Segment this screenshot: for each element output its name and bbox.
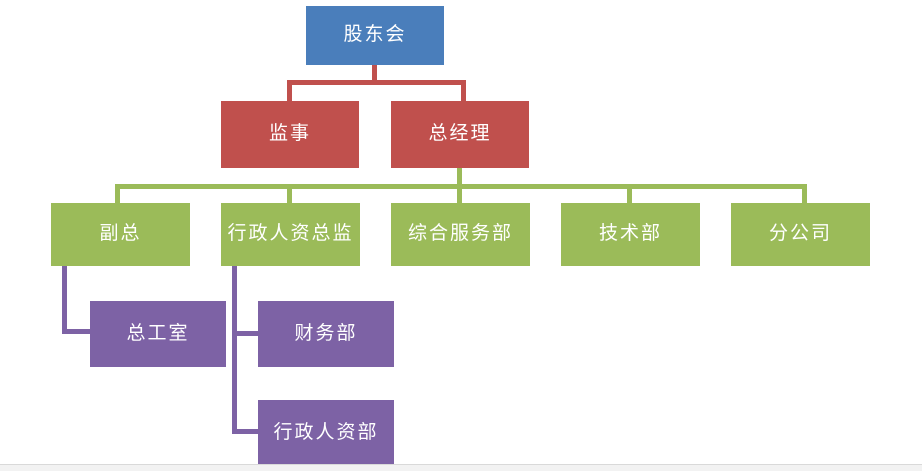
org-node-label: 股东会 bbox=[343, 24, 407, 46]
connector-to-branch bbox=[802, 184, 807, 203]
org-node-technology[interactable]: 技术部 bbox=[561, 203, 700, 266]
connector-to-supervisor bbox=[287, 80, 292, 101]
org-node-label: 总经理 bbox=[428, 123, 492, 145]
connector-deputy-gm-vertical bbox=[62, 266, 67, 333]
org-node-label: 综合服务部 bbox=[407, 223, 513, 245]
org-node-label: 技术部 bbox=[598, 223, 662, 245]
org-node-hr-dept[interactable]: 行政人资部 bbox=[258, 400, 394, 466]
connector-to-technology bbox=[627, 184, 632, 203]
connector-exec-horizontal bbox=[287, 80, 466, 85]
org-node-label: 副总 bbox=[99, 223, 142, 245]
org-node-label: 总工室 bbox=[126, 322, 190, 344]
page-bottom-edge bbox=[0, 464, 922, 471]
connector-hr-director-to-finance bbox=[232, 331, 258, 336]
connector-to-hr-director bbox=[287, 184, 292, 203]
connector-hr-director-vertical bbox=[232, 266, 237, 433]
connector-to-general-manager bbox=[461, 80, 466, 101]
connector-gm-stem bbox=[457, 168, 462, 189]
org-node-deputy-gm[interactable]: 副总 bbox=[51, 203, 190, 266]
org-node-label: 财务部 bbox=[294, 322, 358, 344]
connector-to-deputy-gm bbox=[115, 184, 120, 203]
org-node-label: 监事 bbox=[268, 123, 311, 145]
org-node-branch[interactable]: 分公司 bbox=[731, 203, 870, 266]
org-node-supervisor[interactable]: 监事 bbox=[221, 101, 359, 168]
org-node-label: 分公司 bbox=[768, 223, 832, 245]
org-node-label: 行政人资总监 bbox=[227, 223, 354, 245]
connector-to-general-services bbox=[457, 184, 462, 203]
connector-hr-director-to-hr-dept bbox=[232, 429, 258, 434]
org-node-chief-engineer-office[interactable]: 总工室 bbox=[90, 301, 226, 367]
org-node-finance-dept[interactable]: 财务部 bbox=[258, 301, 394, 367]
org-node-hr-director[interactable]: 行政人资总监 bbox=[221, 203, 360, 266]
org-node-general-services[interactable]: 综合服务部 bbox=[391, 203, 530, 266]
org-node-general-manager[interactable]: 总经理 bbox=[391, 101, 529, 168]
org-node-shareholders[interactable]: 股东会 bbox=[306, 6, 444, 65]
connector-shareholders-stem bbox=[372, 65, 377, 84]
org-node-label: 行政人资部 bbox=[273, 421, 379, 443]
connector-deputy-gm-to-chief-engineer bbox=[62, 329, 90, 334]
